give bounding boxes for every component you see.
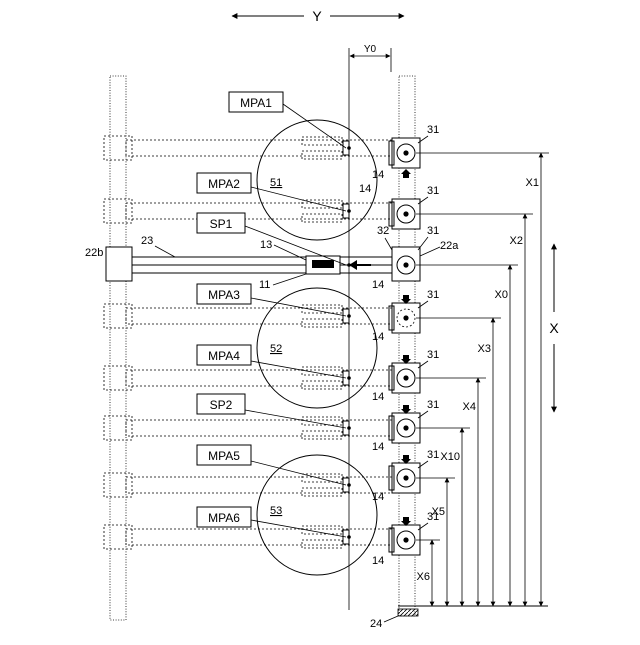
base-block-24: [398, 609, 418, 616]
beam-mpa2: [104, 199, 398, 223]
label-31: 31: [427, 124, 439, 136]
label-52: 52: [270, 343, 282, 355]
label-51: 51: [270, 177, 282, 189]
label-14: 14: [372, 555, 384, 567]
label-23: 23: [141, 235, 153, 247]
label-x4: X4: [463, 401, 476, 413]
label-mpa4: MPA4: [208, 349, 240, 363]
label-53: 53: [270, 505, 282, 517]
x-direction-arrow: X: [549, 244, 559, 412]
label-31: 31: [427, 185, 439, 197]
encoder-head-31-4: 31: [389, 349, 439, 393]
label-31: 31: [427, 289, 439, 301]
reference-beam-23: [106, 247, 420, 281]
label-31-ref: 31: [427, 225, 439, 237]
label-mpa2: MPA2: [208, 177, 240, 191]
label-24: 24: [370, 618, 382, 630]
encoder-head-31-2: 31: [389, 185, 439, 229]
label-x10: X10: [440, 451, 460, 463]
beam-mpa3: [104, 304, 398, 328]
dim-x1: X1: [416, 153, 549, 606]
encoder-head-31-1: 31: [389, 124, 439, 168]
label-31: 31: [427, 399, 439, 411]
label-sp2: SP2: [210, 398, 233, 412]
x-dimension-group: X1X2X0X3X4X10X5X6: [398, 153, 549, 606]
label-x3: X3: [478, 343, 491, 355]
left-rail: [110, 76, 126, 620]
y0-label: Y0: [364, 44, 377, 55]
label-mpa5: MPA5: [208, 449, 240, 463]
label-32: 32: [377, 225, 389, 237]
beam-sp2: [104, 416, 398, 440]
y-direction-arrow: Y: [232, 8, 404, 24]
dim-x5: X5: [416, 478, 455, 606]
label-14: 14: [372, 331, 384, 343]
beam-group: [104, 136, 398, 549]
head-group: 313131313131313122a14141414141414: [372, 124, 459, 567]
axis-x-label: X: [549, 320, 559, 336]
beam-mpa6: [104, 525, 398, 549]
label-14: 14: [372, 441, 384, 453]
label-mpa3: MPA3: [208, 288, 240, 302]
y0-dimension: Y0: [349, 44, 391, 610]
label-mpa1: MPA1: [240, 96, 272, 110]
label-x6: X6: [417, 571, 430, 583]
label-x1: X1: [526, 177, 539, 189]
label-14-mid: 14: [359, 183, 371, 195]
encoder-head-31-5: 31: [389, 399, 439, 443]
axis-y-label: Y: [312, 8, 322, 24]
label-22b: 22b: [85, 247, 103, 259]
label-14: 14: [372, 491, 384, 503]
head-22b: [106, 247, 132, 281]
label-x0: X0: [495, 289, 508, 301]
dim-x0: X0: [416, 265, 518, 606]
label-14: 14: [372, 169, 384, 181]
encoder-head-31-6: 31: [389, 449, 439, 493]
label-31: 31: [427, 349, 439, 361]
label-sp1: SP1: [210, 217, 233, 231]
label-22a: 22a: [440, 240, 459, 252]
label-14: 14: [372, 279, 384, 291]
label-13: 13: [260, 239, 272, 251]
beam-mpa4: [104, 366, 398, 390]
label-14: 14: [372, 391, 384, 403]
encoder-head-31-3: 31: [389, 289, 439, 333]
label-mpa6: MPA6: [208, 511, 240, 525]
label-x2: X2: [510, 235, 523, 247]
label-x5: X5: [432, 506, 445, 518]
beam-mpa5: [104, 473, 398, 497]
label-31: 31: [427, 449, 439, 461]
beam-mpa1: [104, 136, 398, 160]
label-11: 11: [259, 279, 270, 291]
